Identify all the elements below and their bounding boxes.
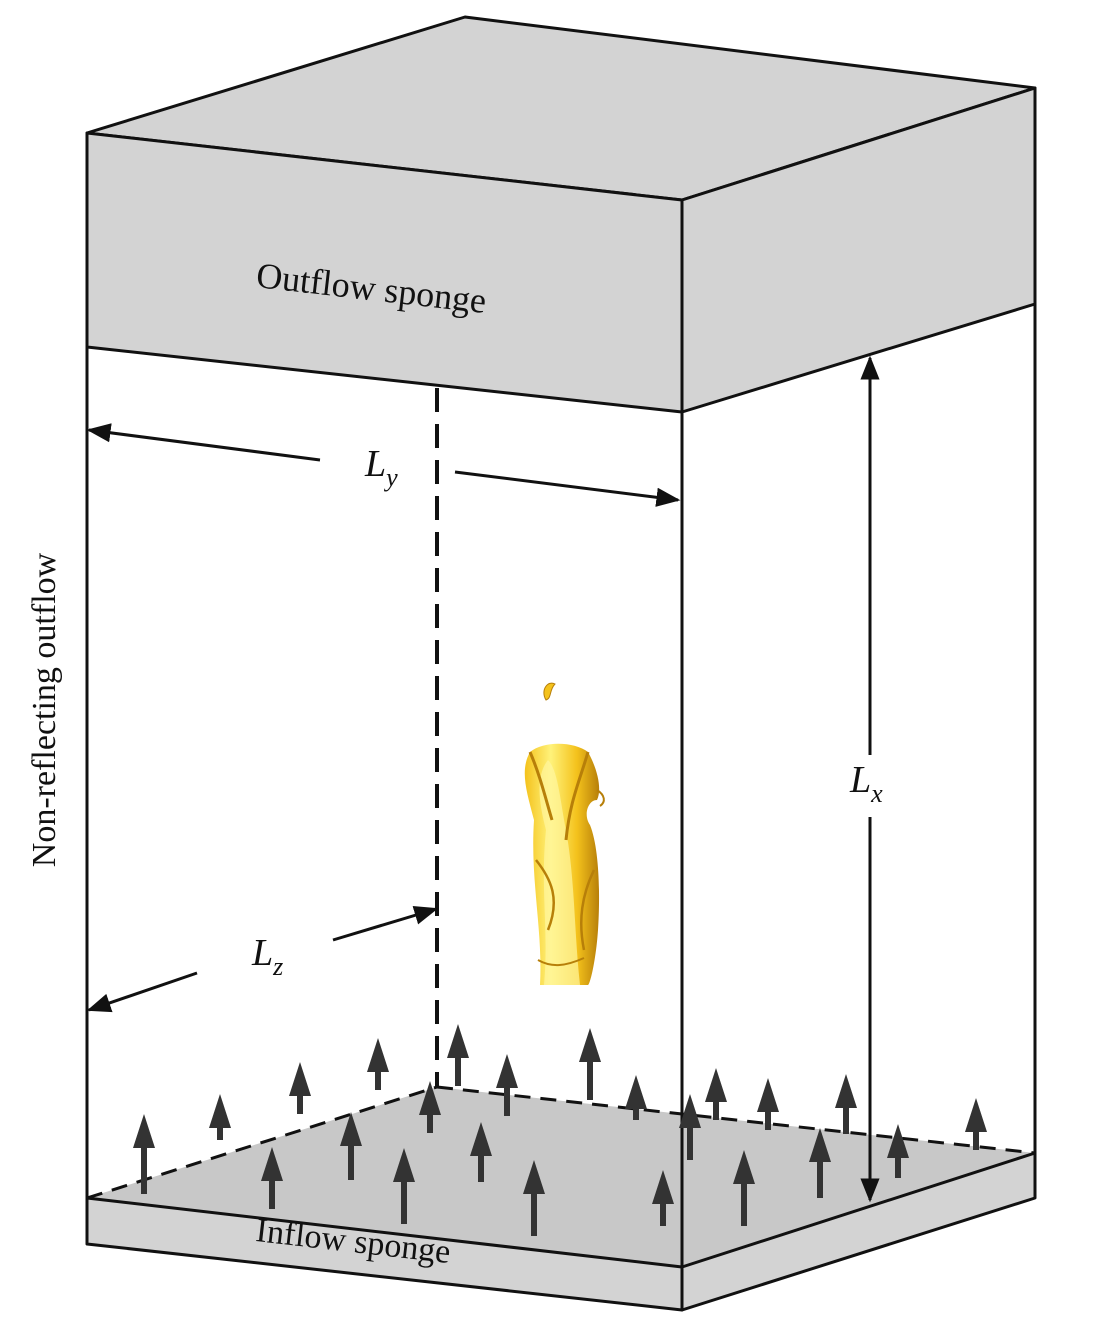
up-arrow-icon: [809, 1128, 831, 1162]
up-arrow-icon: [133, 1114, 155, 1148]
up-arrow-icon: [470, 1122, 492, 1156]
inflow-arrows-back: [209, 1024, 987, 1150]
up-arrow-icon: [393, 1148, 415, 1182]
up-arrow-icon: [261, 1147, 283, 1181]
up-arrow-icon: [679, 1094, 701, 1128]
up-arrow-icon: [579, 1028, 601, 1062]
up-arrow-icon: [419, 1081, 441, 1115]
side-boundary-label: Non-reflecting outflow: [26, 552, 63, 867]
inflow-sponge-region: [85, 1151, 1037, 1312]
up-arrow-icon: [705, 1068, 727, 1102]
inlet-floor-plane: [87, 1087, 1035, 1267]
ly-label-main: L: [364, 443, 386, 485]
up-arrow-icon: [733, 1150, 755, 1184]
ly-label-sub: y: [383, 463, 398, 492]
flame-plume-icon: [524, 682, 605, 985]
up-arrow-icon: [209, 1094, 231, 1128]
lz-arrow-left: [86, 971, 198, 1013]
dimension-arrows: [86, 355, 880, 1203]
ly-arrow-right: [454, 470, 681, 507]
ly-arrow-left: [86, 423, 321, 462]
up-arrow-icon: [652, 1170, 674, 1204]
inflow-arrows-front: [133, 1094, 909, 1236]
lz-arrow-right: [332, 906, 439, 942]
lz-label-sub: z: [272, 952, 283, 981]
up-arrow-icon: [965, 1098, 987, 1132]
up-arrow-icon: [496, 1054, 518, 1088]
outflow-sponge-region: [85, 15, 1037, 414]
inflow-sponge-side-face: [680, 1151, 1037, 1312]
up-arrow-icon: [340, 1112, 362, 1146]
lz-label-main: L: [251, 932, 273, 974]
lz-label: Lz: [251, 932, 283, 981]
up-arrow-icon: [625, 1075, 647, 1109]
up-arrow-icon: [835, 1074, 857, 1108]
up-arrow-icon: [757, 1078, 779, 1112]
up-arrow-icon: [367, 1038, 389, 1072]
lx-label-sub: x: [870, 779, 883, 808]
up-arrow-icon: [289, 1062, 311, 1096]
up-arrow-icon: [523, 1160, 545, 1194]
lx-label-main: L: [849, 759, 871, 801]
lx-label: Lx: [849, 759, 883, 808]
up-arrow-icon: [447, 1024, 469, 1058]
ly-label: Ly: [364, 443, 398, 492]
up-arrow-icon: [887, 1124, 909, 1158]
